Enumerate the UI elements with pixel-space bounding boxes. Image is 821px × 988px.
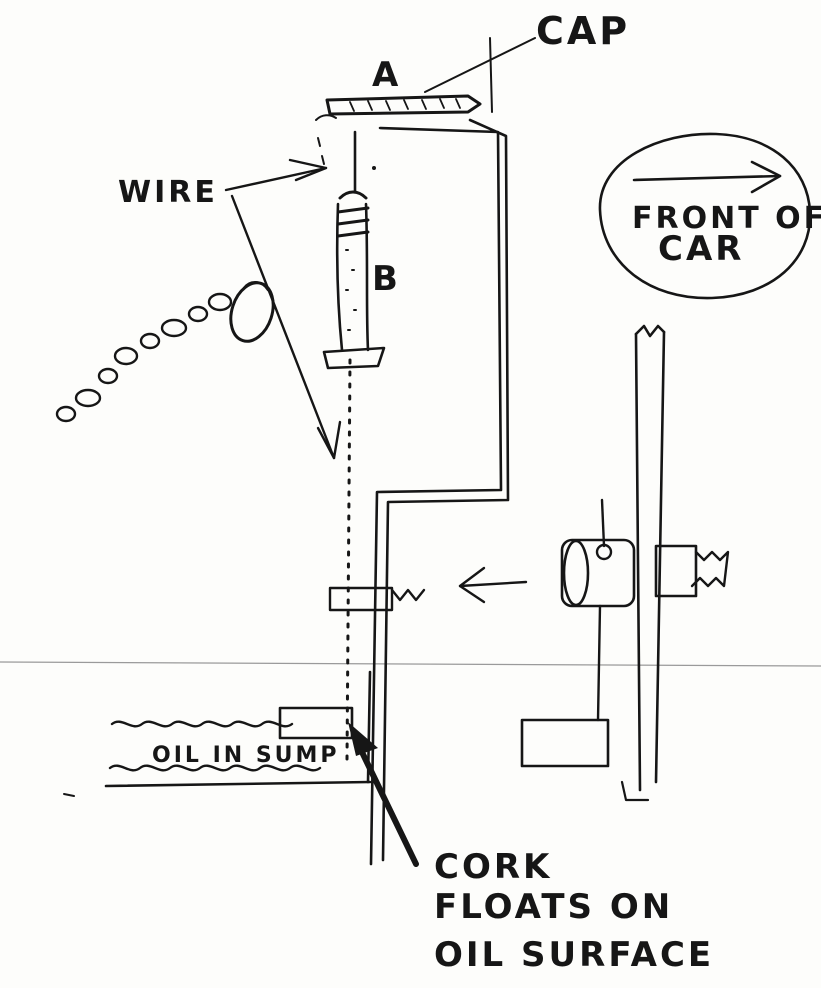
front-of-car-bubble bbox=[598, 132, 812, 300]
dipstick-tube bbox=[369, 118, 510, 866]
cork-label-line3: OIL SURFACE bbox=[434, 935, 714, 975]
front-label-line2: CAR bbox=[658, 229, 744, 269]
arrow-left-icon bbox=[458, 566, 528, 604]
arrow-right-icon bbox=[632, 160, 782, 194]
clamp bbox=[328, 586, 426, 612]
wire-line bbox=[345, 130, 376, 762]
chain-links bbox=[55, 292, 233, 423]
cork-float bbox=[278, 706, 354, 740]
chain-weight bbox=[229, 281, 275, 343]
cap-label: CAP bbox=[536, 9, 630, 53]
cork-leader-arrow bbox=[348, 722, 419, 867]
point-b-label: B bbox=[372, 259, 401, 299]
wire-label: WIRE bbox=[118, 175, 218, 210]
threaded-section-b bbox=[322, 190, 386, 370]
oil-sump bbox=[63, 670, 372, 797]
page-fold-line bbox=[0, 661, 821, 667]
point-a-label: A bbox=[372, 55, 401, 95]
wire-leader-arrows bbox=[224, 158, 342, 460]
cap-leader-tick bbox=[489, 37, 493, 113]
cork-label-line1: CORK bbox=[434, 847, 552, 887]
cork-label-line2: FLOATS ON bbox=[434, 887, 673, 927]
cap-leader-line bbox=[424, 37, 536, 93]
cap-part bbox=[315, 94, 482, 165]
front-label-line1: FRONT OF bbox=[632, 201, 821, 236]
detail-view bbox=[520, 324, 730, 802]
oil-in-sump-label: OIL IN SUMP bbox=[152, 743, 340, 768]
